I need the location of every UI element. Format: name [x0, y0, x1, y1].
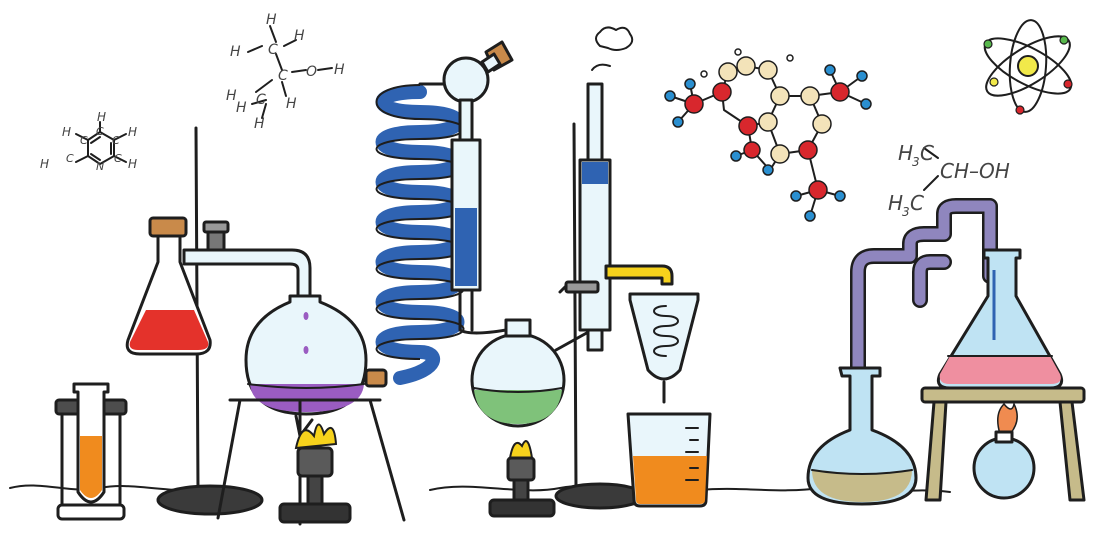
red-flask — [125, 216, 212, 356]
ethanol-atom: C — [278, 68, 288, 84]
pyridine-atom: H — [40, 157, 49, 171]
pyridine-atom: H — [128, 157, 137, 171]
funnel-with-coil — [628, 292, 700, 404]
bunsen-burner-left — [278, 423, 352, 524]
volumetric-flask-olive — [806, 366, 918, 506]
isopropanol-c: C — [920, 141, 934, 165]
isopropanol-sub2: 3 — [902, 205, 910, 219]
isopropanol-h: H — [898, 141, 913, 165]
pyridine-atom: N — [96, 160, 104, 173]
ethanol-atom: H — [254, 116, 265, 132]
pyridine-structure-icon: H C H H C C H H C N C — [40, 110, 137, 173]
ethanol-atom: C — [256, 92, 266, 108]
ethanol-atom: H — [286, 96, 297, 112]
pyridine-atom: C — [112, 134, 120, 147]
molecule-icon — [664, 48, 872, 222]
ethanol-atom: H — [266, 12, 277, 28]
retort-stand-right — [554, 82, 646, 510]
test-tube-rack — [54, 382, 128, 521]
conical-flask-pink — [936, 248, 1064, 390]
isopropanol-formula-icon: H 3 C CH–OH H 3 C — [888, 141, 1010, 219]
ethanol-atom: H — [334, 62, 345, 78]
isopropanol-sub: 3 — [912, 155, 920, 169]
isopropanol-c2: C — [910, 191, 924, 215]
ethanol-atom: H — [236, 100, 247, 116]
clamp — [202, 220, 230, 256]
purple-tubes — [850, 198, 998, 390]
delivery-tube — [182, 248, 312, 302]
orange-beaker — [626, 412, 712, 508]
yellow-delivery-tube — [604, 264, 674, 286]
isopropanol-rest: CH–OH — [940, 159, 1010, 183]
pyridine-atom: C — [66, 152, 74, 165]
wooden-stand — [920, 386, 1086, 502]
smoke-icon — [591, 26, 634, 71]
dropping-funnel — [442, 40, 514, 332]
alcohol-burner — [972, 401, 1036, 500]
pyridine-atom: C — [80, 134, 88, 147]
ethanol-structure-icon: H C H H C O H H C H H H — [226, 12, 345, 132]
pyridine-atom: H — [62, 125, 71, 139]
ethanol-atom: H — [226, 88, 237, 104]
ethanol-atom: O — [306, 64, 317, 80]
coil-condenser — [375, 82, 465, 385]
bunsen-burner-right — [488, 440, 556, 518]
ethanol-atom: H — [294, 28, 305, 44]
ethanol-atom: C — [268, 42, 278, 58]
pyridine-atom: C — [114, 152, 122, 165]
round-flask-green — [458, 318, 594, 428]
atom-icon — [983, 19, 1073, 115]
round-flask-purple — [244, 294, 388, 416]
pyridine-atom: C — [96, 125, 104, 138]
pyridine-atom: H — [97, 110, 106, 124]
isopropanol-h2: H — [888, 191, 903, 215]
pyridine-atom: H — [128, 125, 137, 139]
ethanol-atom: H — [230, 44, 241, 60]
